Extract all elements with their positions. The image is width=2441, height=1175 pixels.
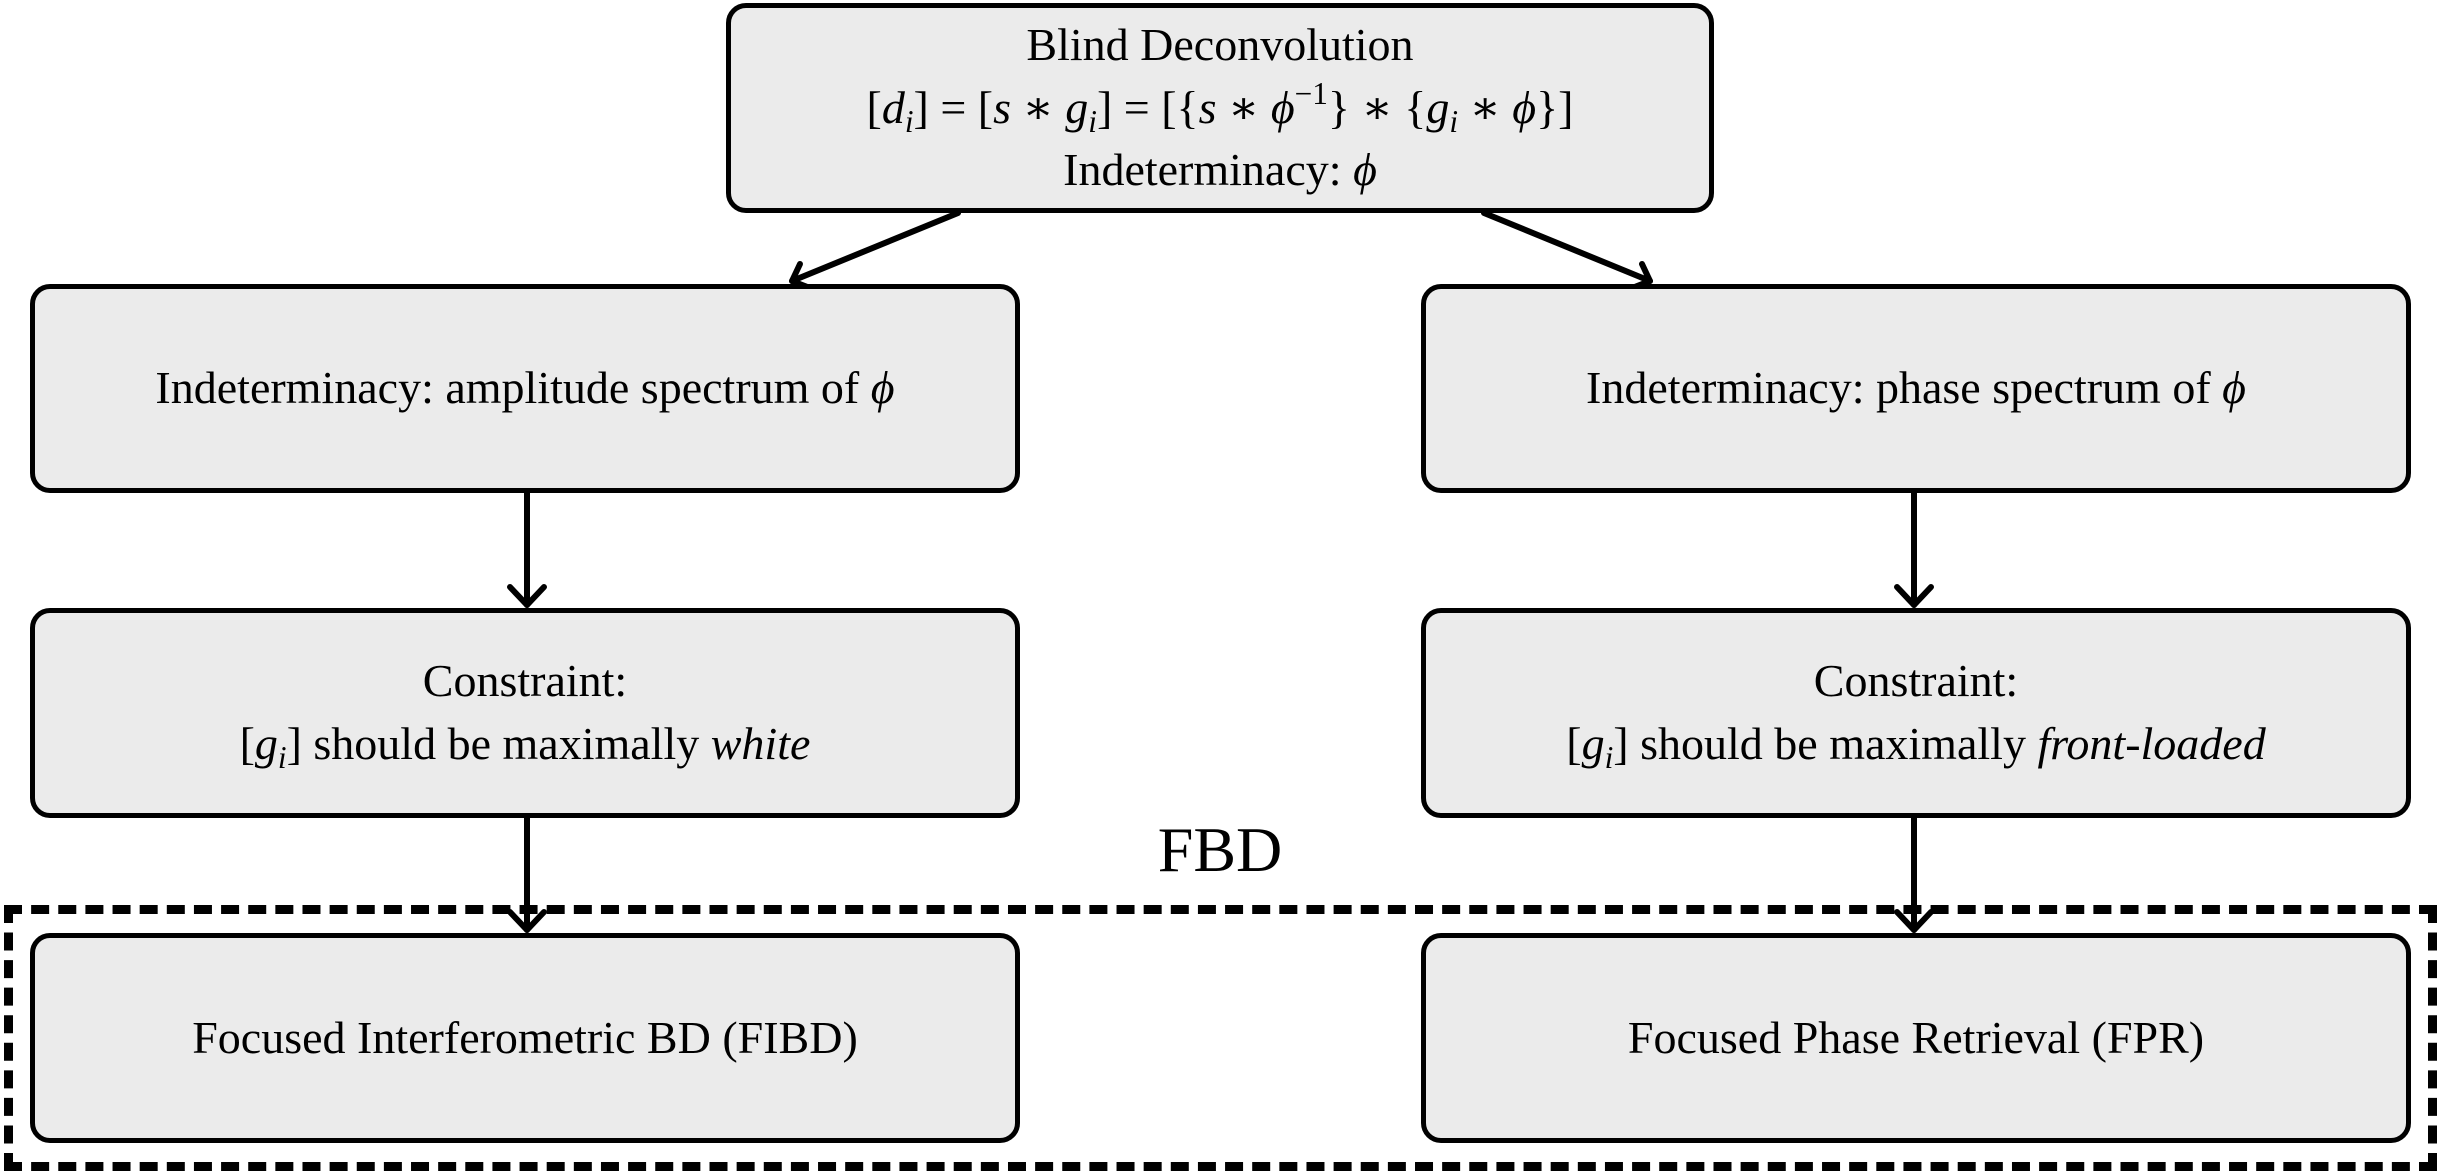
fibd-label: Focused Interferometric BD (FIBD) (192, 1011, 858, 1063)
fbd-group-label: FBD (1157, 814, 1283, 885)
root-title: Blind Deconvolution (1026, 19, 1414, 71)
front-loaded-constraint-title: Constraint: (1813, 655, 2019, 707)
arrow-right-indeterminacy-to-constraint (1894, 490, 1934, 608)
phase-indeterminacy-node: Indeterminacy: phase spectrum of ϕ (1421, 284, 2411, 493)
fbd-group-border (4, 905, 2437, 1171)
blind-deconvolution-node: Blind Deconvolution [di] = [s ∗ gi] = [{… (726, 3, 1714, 213)
phase-indeterminacy-text: Indeterminacy: phase spectrum of (1586, 362, 2211, 414)
fibd-node: Focused Interferometric BD (FIBD) (30, 933, 1020, 1143)
fpr-node: Focused Phase Retrieval (FPR) (1421, 933, 2411, 1143)
phi-symbol: ϕ (870, 362, 895, 414)
arrow-left-indeterminacy-to-constraint (507, 490, 547, 608)
root-indeterminacy: Indeterminacy: ϕ (1063, 144, 1377, 196)
arrow-root-to-right (1481, 210, 1653, 291)
front-loaded-constraint-text: [gi] should be maximally front-loaded (1566, 718, 2266, 775)
white-constraint-title: Constraint: (422, 655, 628, 707)
amplitude-indeterminacy-node: Indeterminacy: amplitude spectrum of ϕ (30, 284, 1020, 493)
white-constraint-text: [gi] should be maximally white (239, 718, 811, 775)
front-loaded-constraint-node: Constraint: [gi] should be maximally fro… (1421, 608, 2411, 818)
root-equation: [di] = [s ∗ gi] = [{s ∗ ϕ−1} ∗ {gi ∗ ϕ}] (866, 75, 1574, 139)
white-constraint-node: Constraint: [gi] should be maximally whi… (30, 608, 1020, 818)
arrow-root-to-left (789, 210, 961, 291)
phi-symbol: ϕ (2222, 362, 2246, 414)
amplitude-indeterminacy-text: Indeterminacy: amplitude spectrum of (155, 362, 860, 414)
fpr-label: Focused Phase Retrieval (FPR) (1627, 1011, 2205, 1063)
